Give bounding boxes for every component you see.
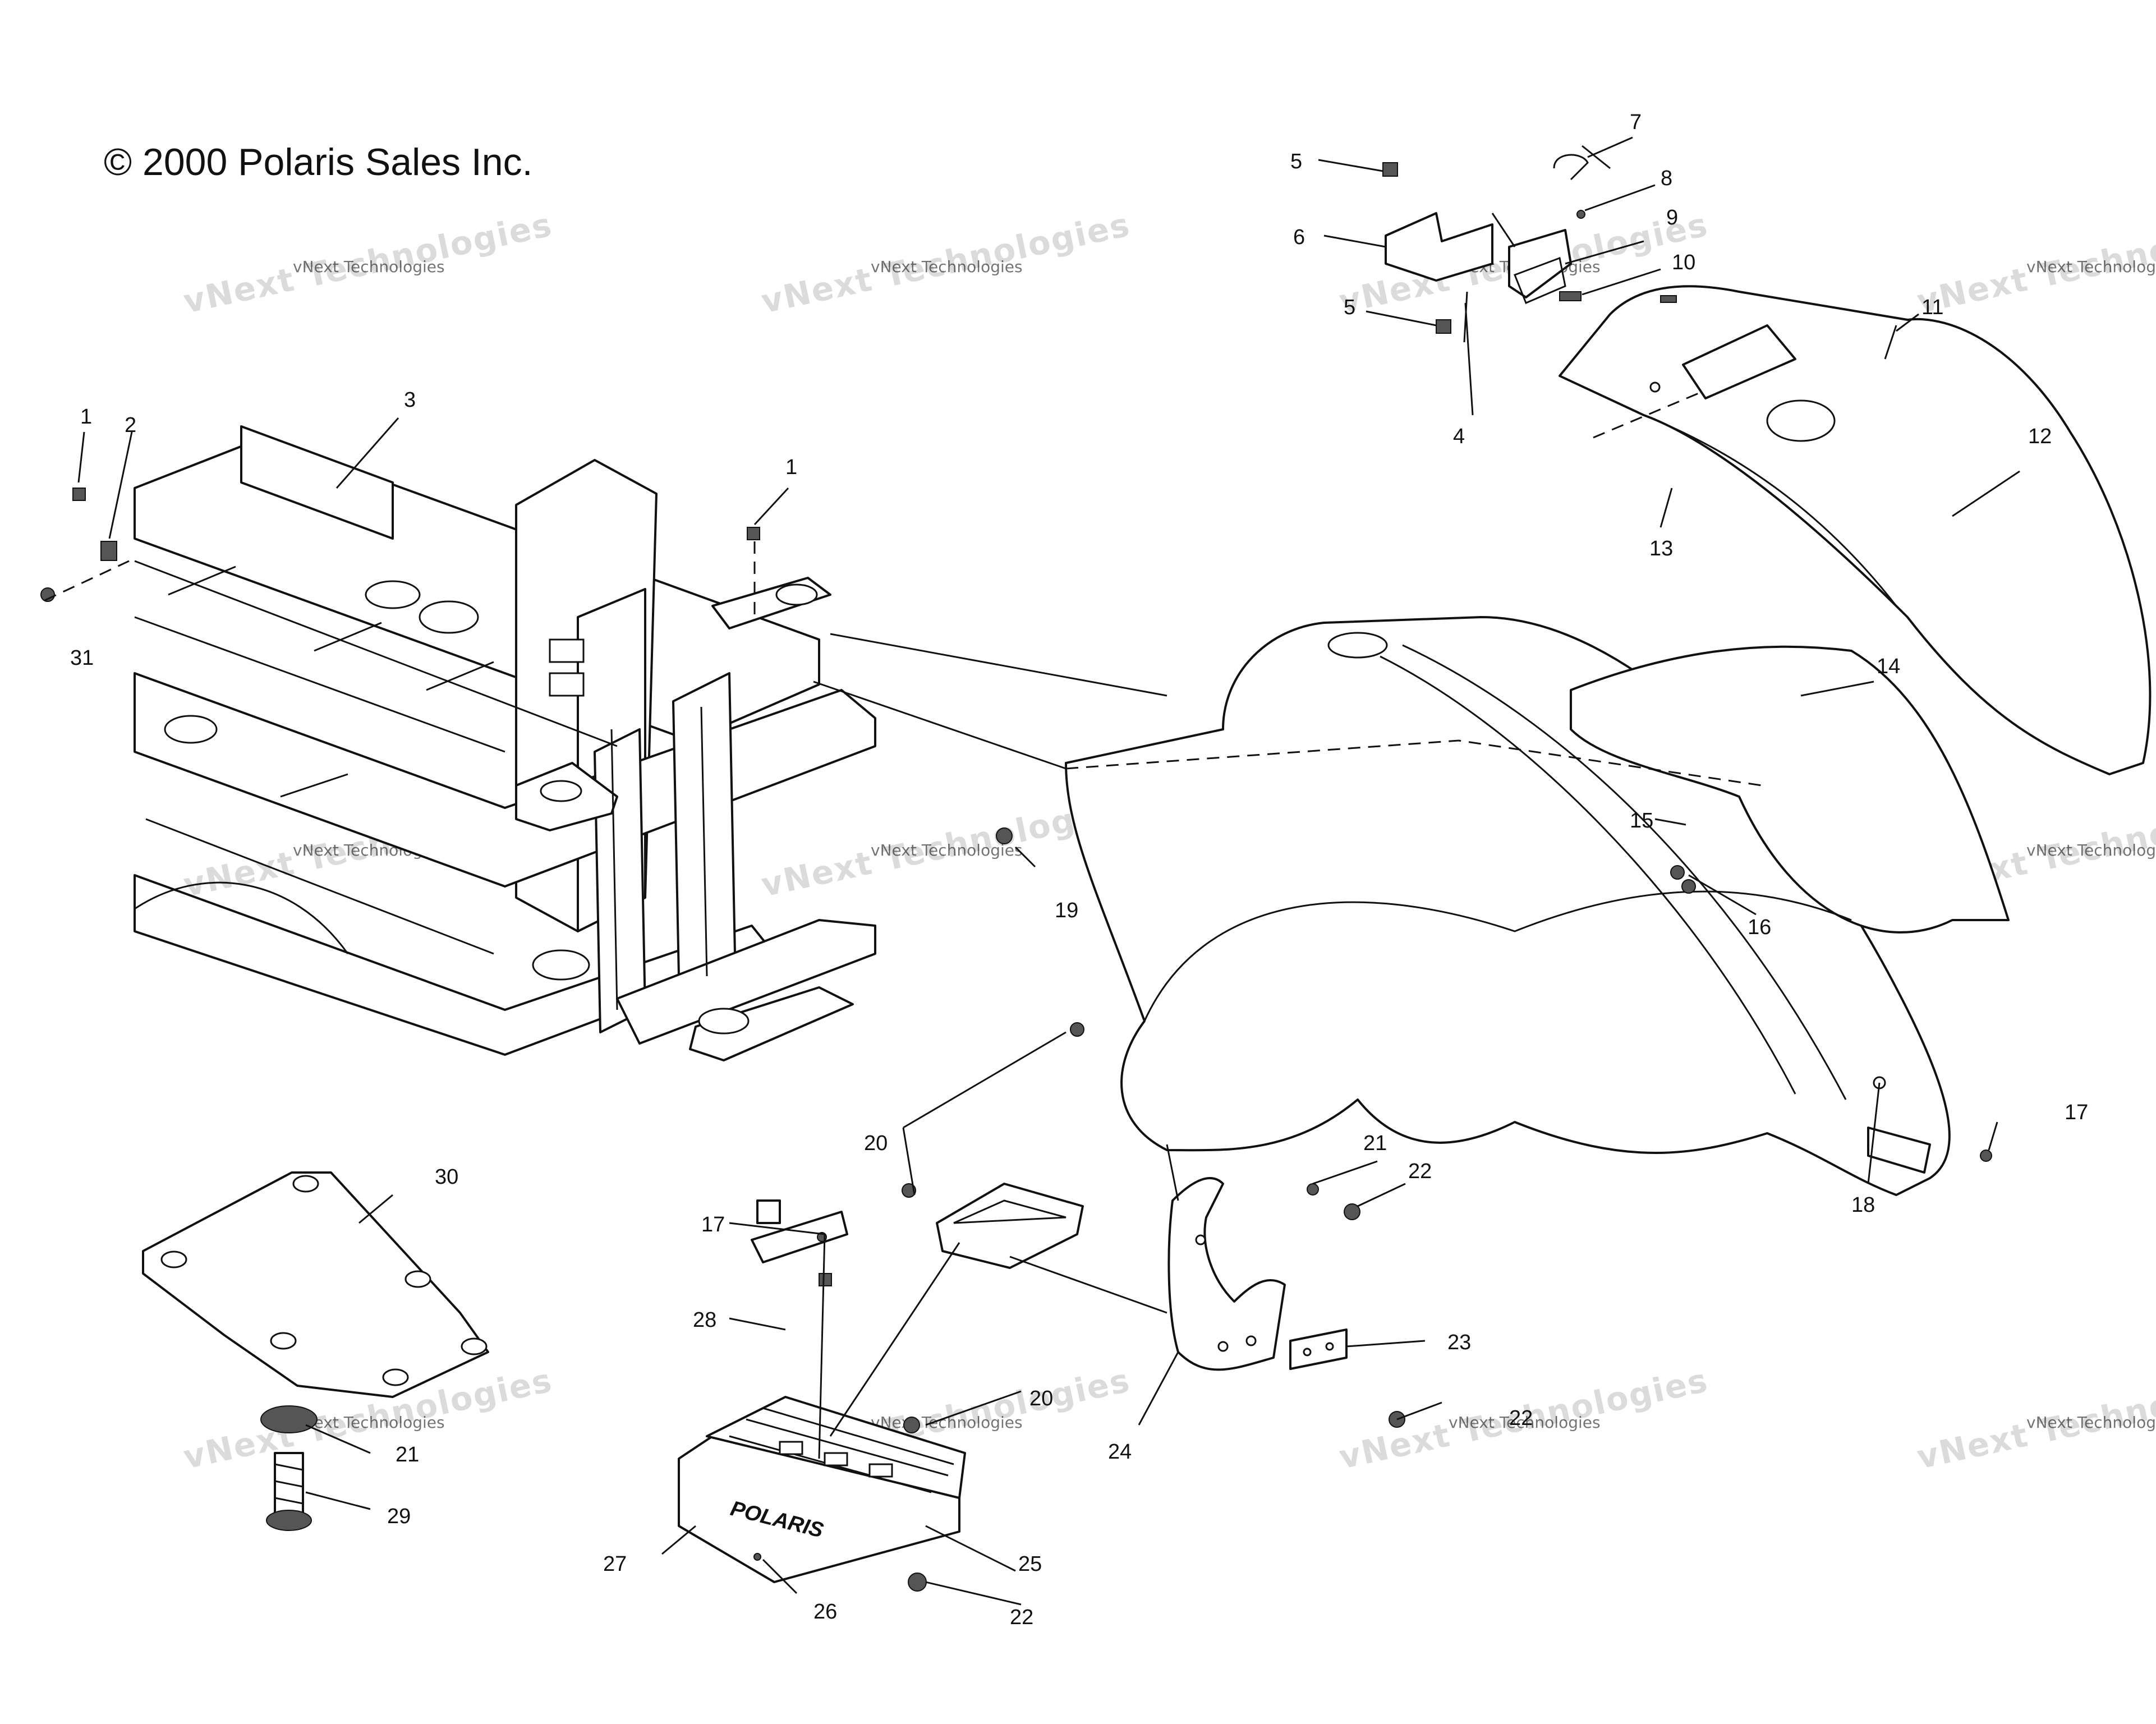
- footrest-brackets: [751, 1183, 1348, 1370]
- callout-26: 26: [813, 1600, 837, 1624]
- rear-fender: [1559, 285, 2152, 775]
- callout-27: 27: [603, 1552, 627, 1576]
- copyright-notice: © 2000 Polaris Sales Inc.: [104, 141, 533, 183]
- callout-22: 22: [1010, 1606, 1033, 1629]
- mud-flap: [1167, 1177, 1286, 1371]
- callout-20: 20: [1029, 1387, 1053, 1410]
- callout-numbers: 1 2 3 1 31 5 6 5 4 7 8 9 10 11 12 13 14 …: [70, 111, 2088, 1629]
- front-fender: [1065, 616, 2010, 1196]
- callout-15: 15: [1630, 809, 1653, 833]
- callout-31: 31: [70, 646, 94, 670]
- callout-16: 16: [1748, 916, 1771, 939]
- callout-20: 20: [864, 1132, 888, 1155]
- callout-11: 11: [1921, 296, 1943, 319]
- callout-9: 9: [1666, 206, 1678, 229]
- callout-25: 25: [1018, 1552, 1042, 1576]
- callout-2: 2: [125, 413, 136, 437]
- callout-23: 23: [1447, 1331, 1471, 1354]
- footrest: POLARIS: [678, 1396, 966, 1583]
- callout-14: 14: [1877, 655, 1900, 678]
- callout-13: 13: [1649, 537, 1673, 560]
- callout-24: 24: [1108, 1440, 1132, 1464]
- callout-1: 1: [80, 405, 92, 429]
- skid-plate: [142, 1171, 489, 1398]
- callout-18: 18: [1851, 1193, 1875, 1217]
- callout-10: 10: [1672, 251, 1695, 274]
- callout-8: 8: [1661, 167, 1672, 190]
- leader-lines: [44, 136, 2020, 1606]
- callout-22: 22: [1408, 1160, 1432, 1183]
- callout-21: 21: [396, 1443, 419, 1466]
- fasteners: [40, 295, 1992, 1592]
- callout-1: 1: [785, 456, 797, 479]
- bolt-assembly: [260, 1405, 318, 1531]
- callout-22: 22: [1509, 1406, 1533, 1430]
- callout-28: 28: [693, 1308, 716, 1332]
- tail-light-assembly: [1382, 145, 1611, 343]
- callout-12: 12: [2028, 425, 2052, 448]
- frame-assembly: [134, 425, 876, 1061]
- callout-5: 5: [1344, 296, 1355, 319]
- callout-7: 7: [1630, 111, 1642, 134]
- callout-5: 5: [1290, 150, 1302, 173]
- callout-29: 29: [387, 1505, 411, 1528]
- callout-17: 17: [2065, 1101, 2088, 1124]
- callout-6: 6: [1293, 226, 1305, 249]
- callout-21: 21: [1363, 1132, 1387, 1155]
- callout-3: 3: [404, 388, 416, 412]
- callout-4: 4: [1453, 425, 1465, 448]
- callout-17: 17: [701, 1213, 725, 1236]
- callout-19: 19: [1055, 899, 1078, 922]
- callout-30: 30: [435, 1165, 458, 1189]
